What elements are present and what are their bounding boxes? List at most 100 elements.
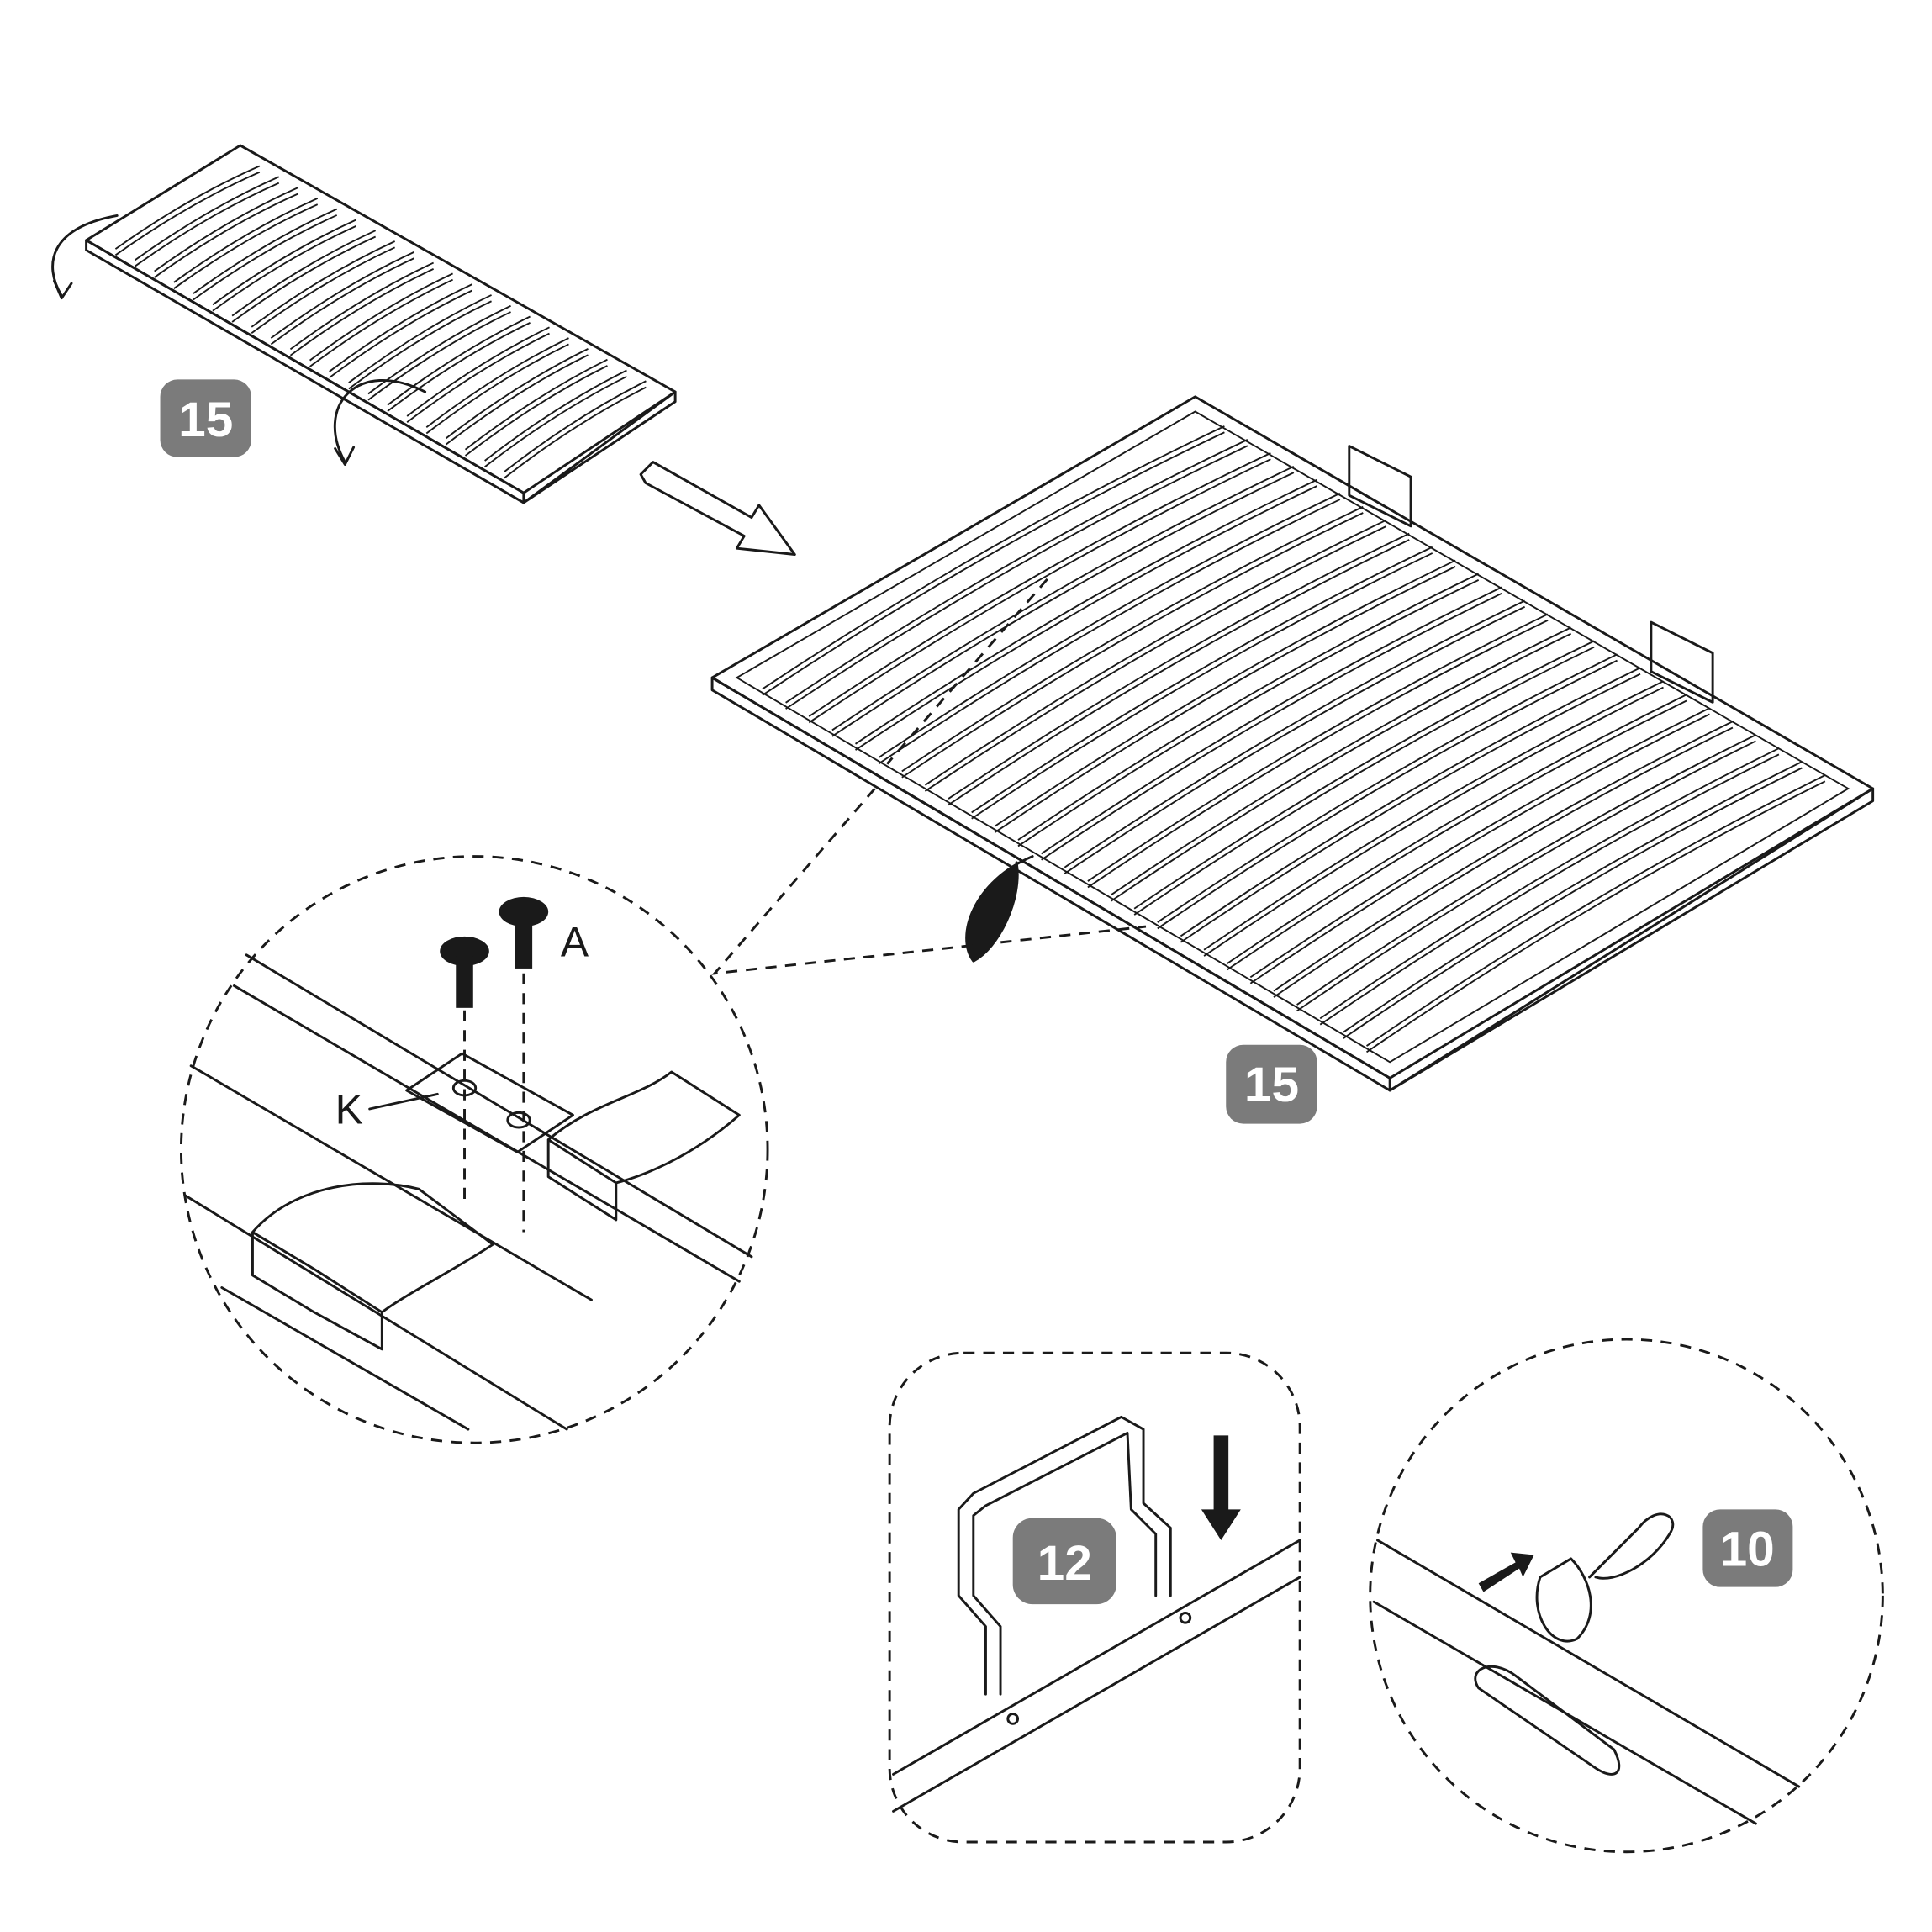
slat: [464, 365, 608, 457]
badge-label: 15: [1244, 1058, 1299, 1112]
slat: [387, 315, 531, 406]
slat: [924, 525, 1387, 792]
slat: [762, 425, 1225, 690]
detail-box: [888, 1351, 1301, 1844]
slat: [1319, 747, 1780, 1020]
slat: [154, 187, 299, 272]
slat: [231, 235, 377, 323]
slat: [948, 539, 1410, 806]
fold-arrowhead-left: [53, 279, 73, 300]
slat: [406, 326, 550, 417]
badge-label: 10: [1720, 1523, 1775, 1577]
slat: [1203, 686, 1664, 957]
slat: [329, 283, 472, 372]
folded-frame-side: [85, 239, 525, 504]
slat: [994, 566, 1456, 833]
slat: [1087, 613, 1549, 882]
frame-end: [1388, 787, 1875, 1092]
slat: [387, 321, 531, 412]
slat: [504, 386, 647, 479]
slat: [1064, 599, 1526, 868]
step-badge-folded: 15: [160, 379, 251, 457]
slat: [1157, 659, 1618, 930]
slat: [854, 478, 1317, 745]
headboard-bracket: [1650, 620, 1714, 704]
slat: [329, 289, 472, 379]
slat: [1203, 680, 1664, 951]
slat: [1180, 667, 1641, 937]
badge-label: 15: [178, 393, 233, 447]
fold-arrowhead-right: [334, 446, 356, 466]
slat: [1041, 592, 1502, 861]
slat: [154, 193, 299, 278]
slat: [808, 458, 1271, 724]
slat: [1110, 632, 1572, 902]
slat: [134, 182, 280, 267]
slat: [1087, 619, 1549, 889]
slat: [289, 268, 435, 356]
slat: [1110, 626, 1572, 896]
slat: [1249, 707, 1710, 979]
slat: [425, 343, 569, 435]
plate-leader-line: [368, 1092, 439, 1111]
slat: [1133, 646, 1595, 916]
leg-detail-view: 12: [888, 1351, 1301, 1844]
slat: [173, 203, 319, 289]
slat: [1365, 774, 1826, 1047]
plate-hole: [506, 1111, 531, 1129]
slat: [1296, 740, 1756, 1012]
badge-label: 12: [1037, 1536, 1092, 1591]
slat: [193, 214, 338, 301]
slat: [878, 499, 1341, 765]
plate-label: K: [335, 1086, 363, 1133]
arrow-down-icon: [1201, 1435, 1241, 1540]
frame-inner-rail: [735, 410, 1850, 1064]
slat: [1296, 734, 1756, 1006]
detail-callout-lines: [886, 578, 1048, 765]
slat: [971, 546, 1433, 814]
screw-guide-lines: [463, 973, 525, 1233]
folded-frame-end: [522, 390, 677, 504]
slat: [1343, 761, 1803, 1033]
slat: [831, 472, 1295, 737]
headboard-bracket: [1348, 445, 1412, 528]
slat: [901, 505, 1364, 773]
slat: [114, 165, 261, 250]
slat: [1249, 713, 1710, 984]
slat: [1133, 640, 1595, 910]
slat: [854, 485, 1317, 751]
slat: [289, 261, 435, 351]
strap-loop: [1474, 1665, 1621, 1776]
slat: [484, 375, 627, 468]
slat: [901, 512, 1364, 779]
slat: [114, 171, 261, 256]
slat: [251, 246, 396, 335]
slat-end: [251, 1182, 494, 1351]
slat: [1343, 767, 1803, 1039]
step-badge-unfolded: 15: [1226, 1044, 1317, 1124]
frame-side: [710, 676, 1391, 1092]
arrow-icon: [1478, 1552, 1534, 1592]
frame-outline: [710, 395, 1875, 1079]
slat: [484, 369, 627, 462]
slat: [1017, 573, 1480, 841]
slat: [212, 224, 357, 312]
slat: [785, 439, 1248, 704]
slat: [406, 332, 550, 424]
slat: [367, 311, 511, 401]
slat: [808, 451, 1271, 717]
slat: [785, 445, 1248, 710]
slat: [831, 465, 1295, 731]
slat: [309, 272, 453, 362]
slat: [1273, 726, 1734, 998]
slat: [464, 358, 608, 451]
slat: [994, 559, 1456, 827]
screw-icon: [440, 936, 489, 1008]
detail-callout-lines: [711, 787, 1147, 975]
strap: [965, 855, 1034, 963]
slat: [173, 197, 319, 283]
slat: [445, 354, 589, 446]
slat: [193, 208, 338, 294]
